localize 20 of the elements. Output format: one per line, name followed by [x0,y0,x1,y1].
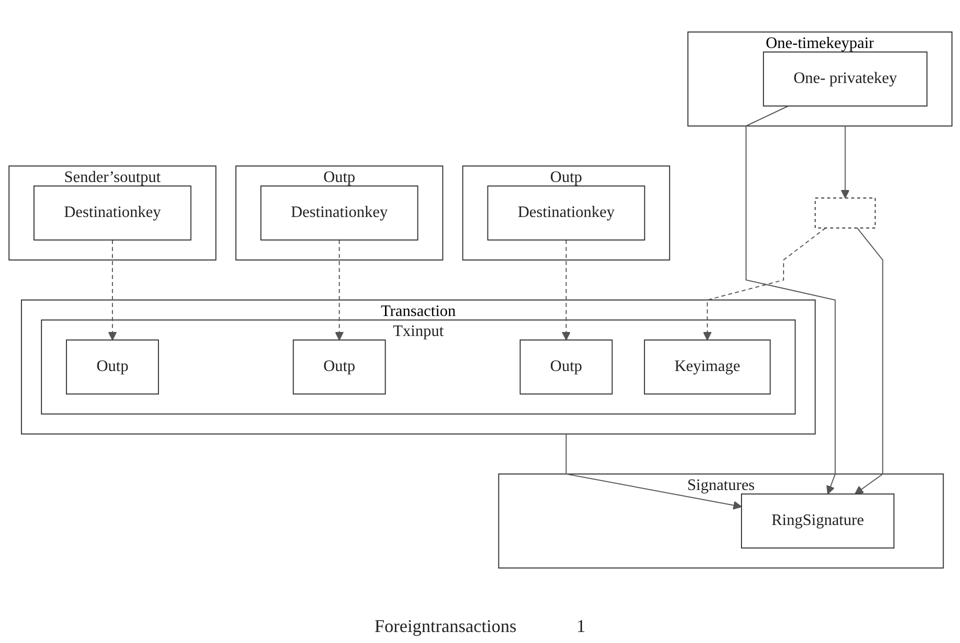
arrow [108,240,116,340]
node-box: RingSignature [740,493,894,548]
arrow [565,434,742,510]
node-box: Destinationkey [33,186,191,240]
node-box: Outp [65,340,158,394]
arrow [840,126,850,198]
arrow [561,240,570,340]
node-box: Keyimage [643,340,770,394]
node-box: Destinationkey [486,186,645,240]
node-box: One- privatekey [762,52,927,106]
node-box: Destinationkey [260,186,418,240]
arrow [745,106,836,494]
note-text: Foreigntransactions [374,616,516,637]
arrow [702,228,826,340]
node-box: Outp [292,340,386,394]
note-text: 1 [576,616,586,637]
arrow [334,240,344,340]
arrow [854,228,883,494]
node-box: Outp [519,340,612,394]
node-box [814,198,876,228]
